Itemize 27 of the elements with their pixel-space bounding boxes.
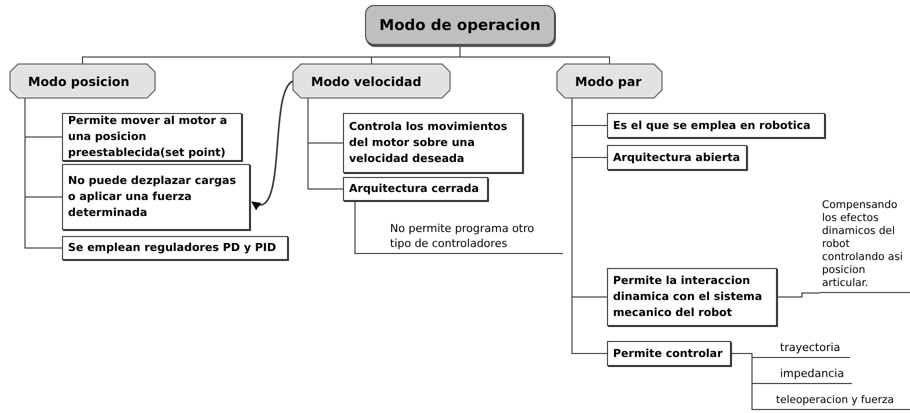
concept-box: Permite la interaccion dinamica con el sistema mecanico del robot (607, 268, 777, 326)
note-text: No permite programa otro tipo de controladores (355, 216, 563, 254)
connector-line (308, 98, 344, 190)
concept-box: No puede dezplazar cargas o aplicar una fuerza determinada (62, 164, 250, 230)
connector-line (354, 202, 356, 254)
category-label: Modo par (575, 74, 642, 88)
connector-line (730, 353, 752, 410)
category-label: Modo velocidad (311, 74, 422, 88)
note-text: teleoperacion y fuerza (752, 386, 910, 410)
concept-box: Arquitectura abierta (607, 145, 747, 170)
concept-box: Es el que se emplea en robotica (607, 113, 825, 138)
concept-box: Permite controlar (607, 341, 731, 366)
concept-box: Controla los movimientos del motor sobre una velocidad deseada (343, 113, 523, 173)
root-topic-box: Modo de operacion (365, 5, 555, 45)
arrow (251, 80, 294, 210)
connector-line (460, 46, 610, 64)
note-text: trayectoria (752, 336, 850, 358)
note-text: Compensando los efectos dinamicos del robot controlando asi posicion articular. (820, 200, 910, 293)
concept-box: Arquitectura cerrada (343, 177, 488, 201)
note-text: impedancia (752, 362, 852, 384)
concept-box: Permite mover al motor a una posicion preestablecida(set point) (62, 113, 242, 161)
concept-box: Se emplean reguladores PD y PID (62, 236, 288, 260)
connector-line (572, 98, 608, 354)
category-octagon (557, 64, 662, 98)
connector-line (24, 98, 62, 248)
connector-line (776, 292, 820, 298)
category-label: Modo posicion (28, 74, 130, 88)
